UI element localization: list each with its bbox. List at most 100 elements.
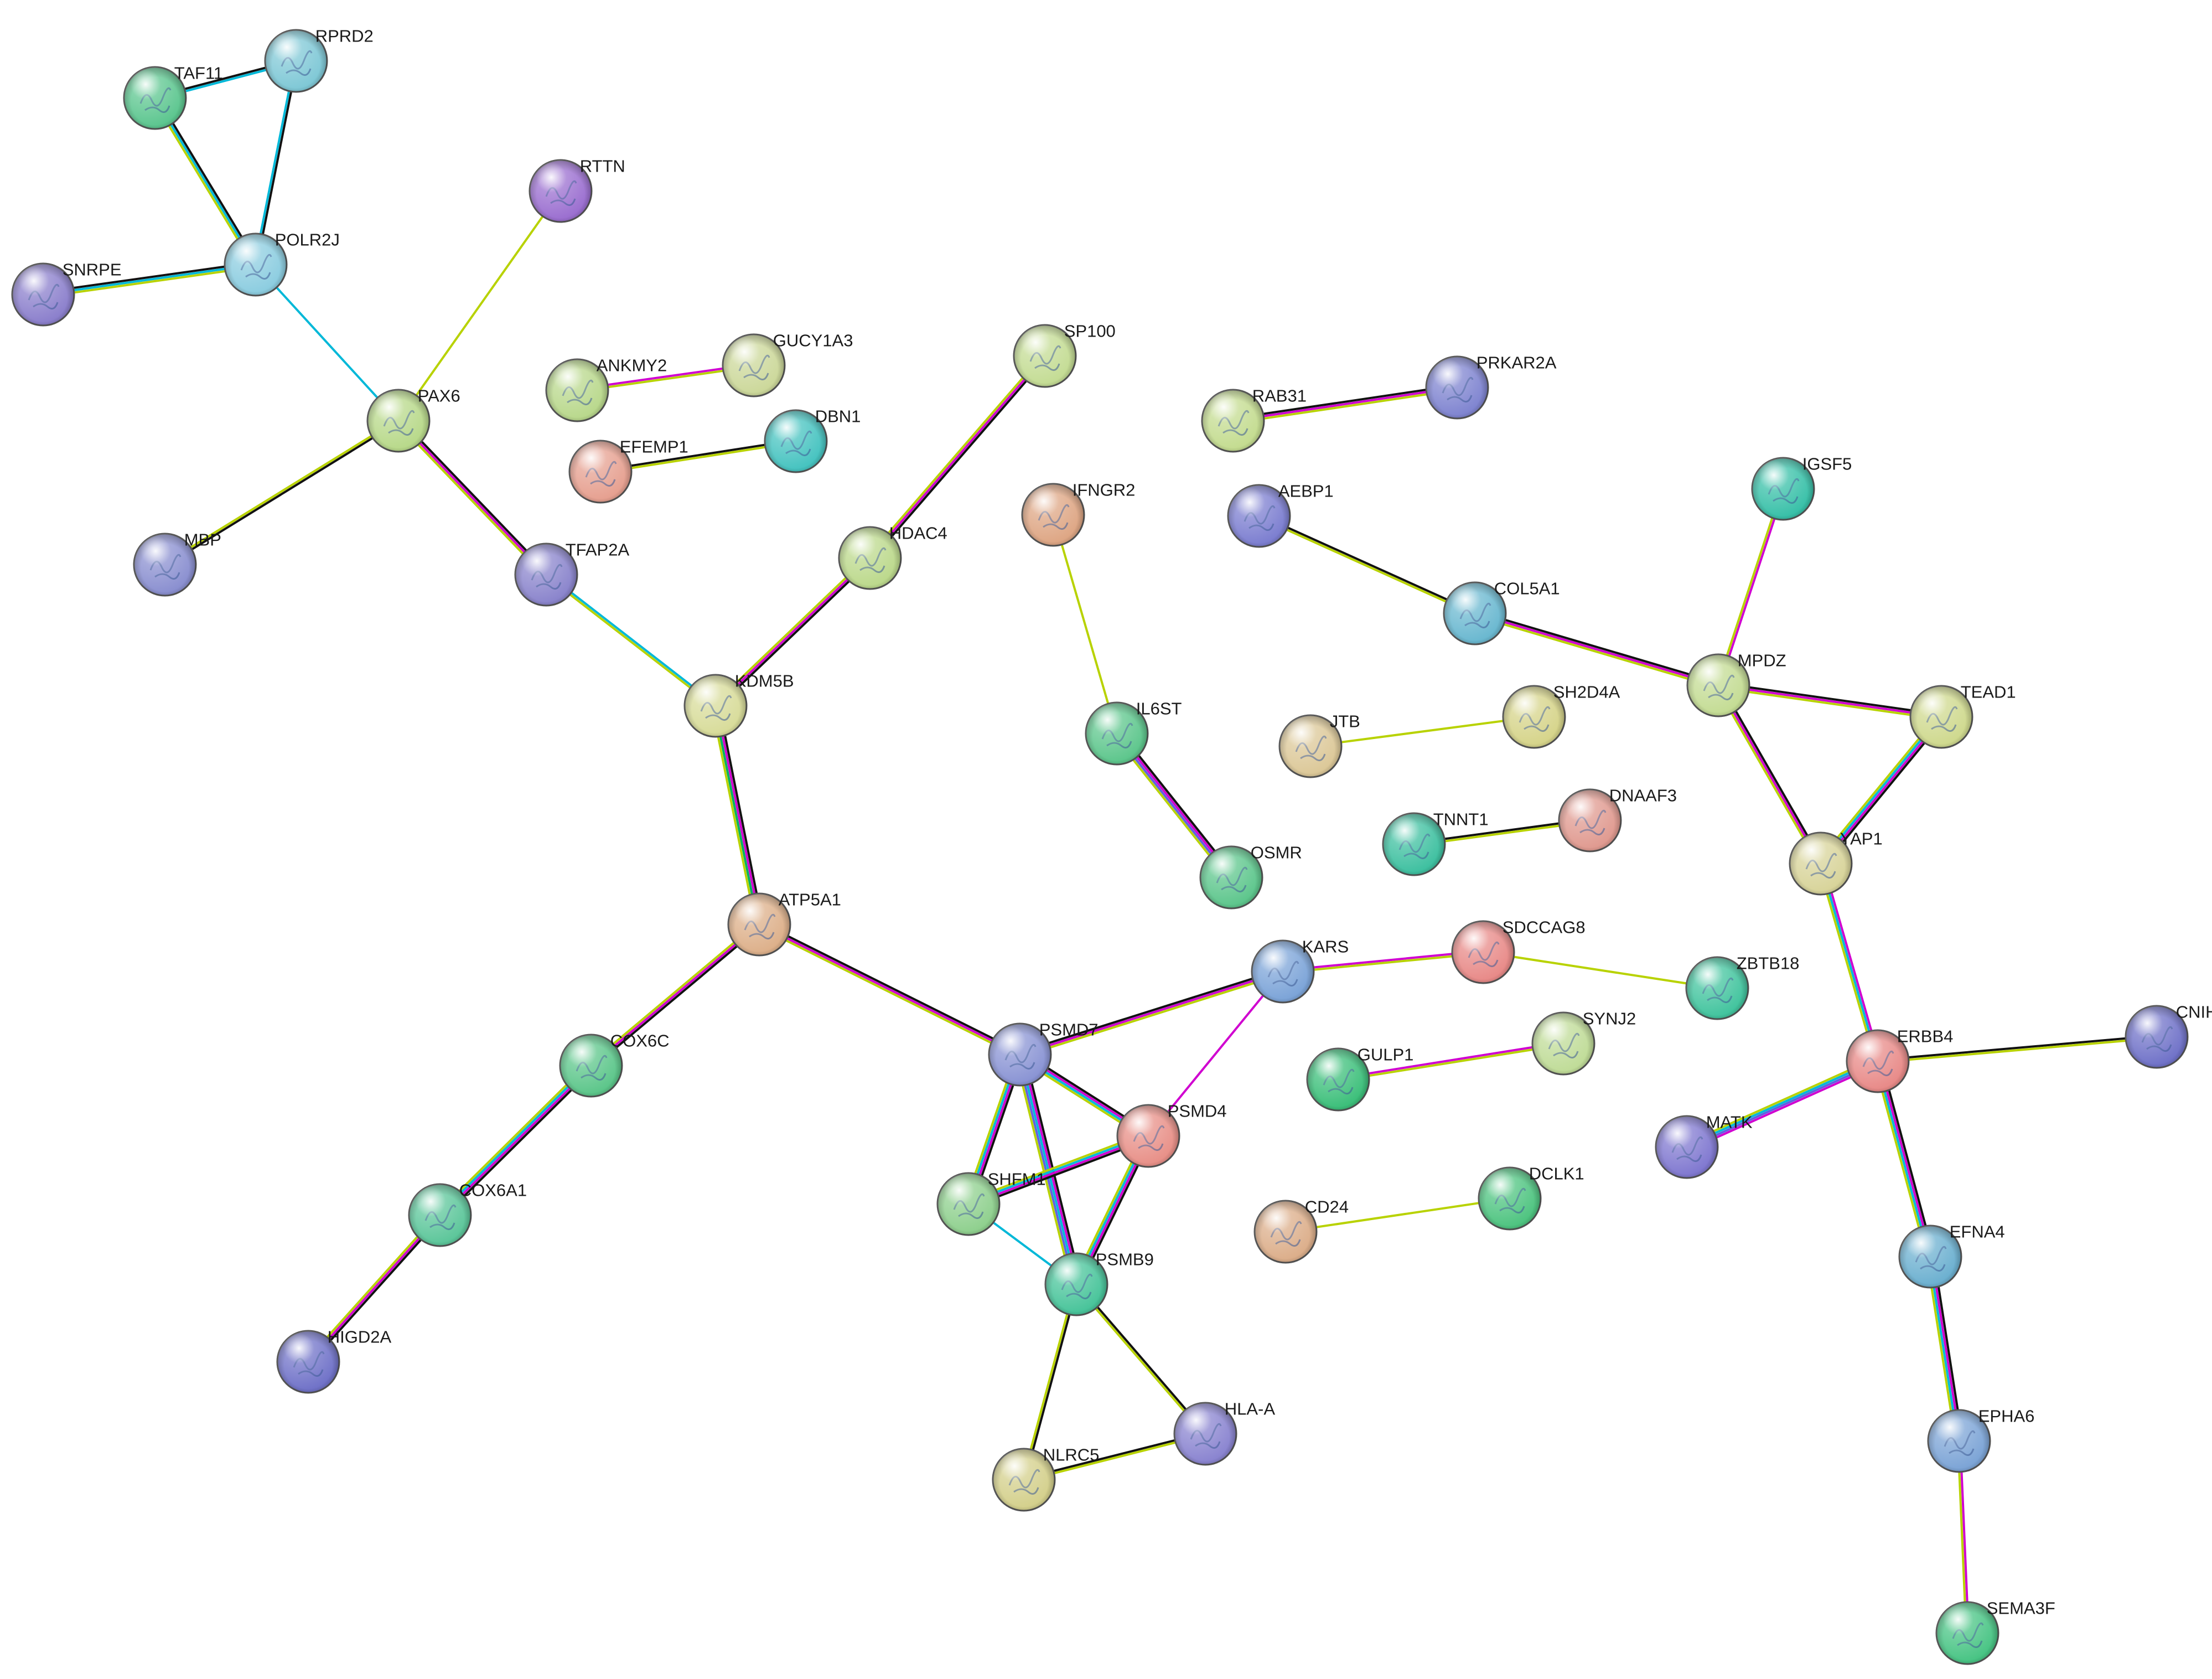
node-SP100[interactable]: SP100	[1013, 321, 1116, 388]
edge-strand	[1880, 1059, 1935, 1257]
edge-strand	[164, 420, 401, 567]
node-IL6ST[interactable]: IL6ST	[1085, 699, 1182, 766]
node-PSMB9[interactable]: PSMB9	[1044, 1249, 1154, 1316]
node-TNNT1[interactable]: TNNT1	[1382, 809, 1489, 876]
node-label: AEBP1	[1278, 481, 1334, 500]
edge-TAF11-POLR2J	[152, 95, 259, 267]
node-RPRD2[interactable]: RPRD2	[264, 26, 374, 93]
node-EFNA4[interactable]: EFNA4	[1898, 1222, 2005, 1289]
node-ZBTB18[interactable]: ZBTB18	[1685, 953, 1799, 1020]
node-ATP5A1[interactable]: ATP5A1	[727, 890, 841, 957]
node-label: CNIH2	[2176, 1002, 2212, 1021]
node-HIGD2A[interactable]: HIGD2A	[276, 1327, 392, 1394]
node-OSMR[interactable]: OSMR	[1199, 843, 1302, 910]
node-EFEMP1[interactable]: EFEMP1	[568, 437, 688, 504]
node-MPDZ[interactable]: MPDZ	[1686, 650, 1786, 717]
node-SNRPE[interactable]: SNRPE	[11, 260, 122, 327]
node-CD24[interactable]: CD24	[1253, 1197, 1349, 1264]
node-KDM5B[interactable]: KDM5B	[683, 671, 794, 738]
edge-CD24-DCLK1	[1284, 1197, 1511, 1233]
node-DCLK1[interactable]: DCLK1	[1478, 1164, 1584, 1231]
node-HDAC4[interactable]: HDAC4	[838, 523, 947, 590]
node-highlight	[1117, 1105, 1179, 1167]
node-label: HIGD2A	[328, 1327, 392, 1346]
node-RAB31[interactable]: RAB31	[1201, 386, 1307, 453]
node-ERBB4[interactable]: ERBB4	[1846, 1026, 1953, 1093]
node-label: RTTN	[580, 156, 625, 175]
node-COX6C[interactable]: COX6C	[559, 1031, 670, 1098]
edge-COL5A1-MPDZ	[1473, 609, 1721, 689]
edge-strand	[1474, 612, 1719, 686]
node-TAF11[interactable]: TAF11	[123, 63, 223, 130]
node-highlight	[1383, 813, 1445, 875]
edge-strand	[436, 1062, 590, 1214]
edge-POLR2J-PAX6	[255, 264, 400, 422]
node-EPHA6[interactable]: EPHA6	[1927, 1406, 2034, 1473]
edge-strand	[1232, 389, 1459, 425]
node-COL5A1[interactable]: COL5A1	[1443, 578, 1560, 645]
edge-SNRPE-POLR2J	[42, 261, 257, 298]
node-label: SHFM1	[988, 1169, 1046, 1189]
edge-strand	[869, 355, 1046, 559]
node-label: TEAD1	[1961, 682, 2016, 701]
edge-strand	[1820, 862, 1879, 1062]
edge-SDCCAG8-ZBTB18	[1482, 951, 1718, 989]
edge-PAX6-TFAP2A	[395, 418, 550, 577]
edge-KARS-SDCCAG8	[1281, 949, 1485, 974]
node-YAP1[interactable]: YAP1	[1789, 829, 1883, 896]
node-PAX6[interactable]: PAX6	[366, 386, 460, 453]
node-highlight	[1687, 654, 1749, 716]
node-DNAAF3[interactable]: DNAAF3	[1558, 786, 1677, 853]
edge-PSMB9-HLA-A	[1074, 1282, 1208, 1436]
edge-strand	[1959, 1439, 1970, 1634]
node-PSMD7[interactable]: PSMD7	[988, 1020, 1099, 1087]
node-TFAP2A[interactable]: TFAP2A	[514, 540, 629, 607]
node-ANKMY2[interactable]: ANKMY2	[545, 355, 667, 422]
node-SDCCAG8[interactable]: SDCCAG8	[1451, 917, 1586, 984]
node-IFNGR2[interactable]: IFNGR2	[1021, 480, 1135, 547]
node-SYNJ2[interactable]: SYNJ2	[1531, 1009, 1636, 1076]
node-highlight	[937, 1173, 999, 1235]
edge-strand	[1257, 515, 1476, 616]
node-highlight	[1444, 582, 1506, 644]
edge-strand	[1076, 1282, 1208, 1434]
node-NLRC5[interactable]: NLRC5	[992, 1445, 1100, 1512]
edge-PSMB9-NLRC5	[1021, 1283, 1079, 1481]
node-PSMD4[interactable]: PSMD4	[1116, 1101, 1227, 1168]
node-label: COL5A1	[1494, 578, 1560, 598]
node-label: EFNA4	[1950, 1222, 2005, 1241]
node-SEMA3F[interactable]: SEMA3F	[1935, 1598, 2055, 1665]
edge-MPDZ-TEAD1	[1717, 681, 1943, 721]
node-KARS[interactable]: KARS	[1251, 937, 1349, 1004]
node-SH2D4A[interactable]: SH2D4A	[1502, 682, 1620, 749]
node-highlight	[1656, 1116, 1718, 1178]
node-label: NLRC5	[1043, 1445, 1100, 1464]
node-highlight	[685, 675, 747, 737]
edge-strand	[1282, 952, 1485, 974]
edge-strand	[307, 1214, 441, 1363]
node-GUCY1A3[interactable]: GUCY1A3	[722, 330, 853, 397]
node-POLR2J[interactable]: POLR2J	[224, 230, 340, 297]
node-AEBP1[interactable]: AEBP1	[1227, 481, 1334, 548]
node-RTTN[interactable]: RTTN	[529, 156, 625, 223]
edge-strand	[399, 418, 550, 575]
edge-strand	[1258, 514, 1477, 614]
node-IGSF5[interactable]: IGSF5	[1751, 454, 1852, 521]
node-label: DNAAF3	[1609, 786, 1677, 805]
node-highlight	[1503, 686, 1565, 748]
node-PRKAR2A[interactable]: PRKAR2A	[1425, 353, 1557, 420]
node-highlight	[560, 1035, 622, 1097]
node-JTB[interactable]: JTB	[1278, 711, 1360, 778]
node-TEAD1[interactable]: TEAD1	[1909, 682, 2016, 749]
node-GULP1[interactable]: GULP1	[1306, 1045, 1413, 1112]
edge-strand	[1014, 1055, 1073, 1287]
node-HLA-A[interactable]: HLA-A	[1173, 1399, 1275, 1466]
edge-strand	[1717, 684, 1822, 865]
node-COX6A1[interactable]: COX6A1	[408, 1180, 527, 1247]
node-DBN1[interactable]: DBN1	[764, 406, 861, 473]
node-MBP[interactable]: MBP	[133, 530, 221, 597]
node-CNIH2[interactable]: CNIH2	[2125, 1002, 2212, 1069]
node-SHFM1[interactable]: SHFM1	[936, 1169, 1046, 1236]
node-highlight	[1174, 1403, 1236, 1465]
node-MATK[interactable]: MATK	[1655, 1112, 1753, 1179]
